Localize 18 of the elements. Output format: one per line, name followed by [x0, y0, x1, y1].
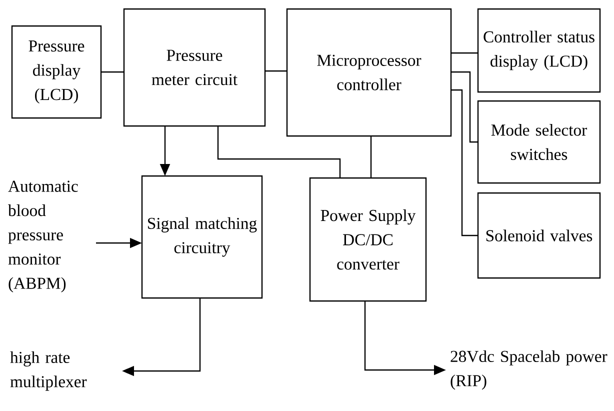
block-box: Solenoid valves	[477, 192, 601, 279]
signal-label: high rate multiplexer	[10, 351, 87, 391]
connector	[451, 71, 478, 143]
connector	[451, 52, 478, 54]
connector	[451, 89, 478, 236]
block-box: Signal matching circuitry	[141, 175, 263, 299]
block-box: Microprocessor controller	[286, 8, 452, 137]
connector	[217, 126, 341, 178]
connector	[101, 71, 124, 73]
block-box: Pressure meter circuit	[123, 8, 266, 127]
block-box: Mode selector switches	[477, 100, 601, 184]
signal-label: Automatic blood pressure monitor (ABPM)	[8, 180, 78, 292]
connector	[265, 70, 287, 72]
block-box: Controller status display (LCD)	[477, 8, 601, 93]
block-box: Power Supply DC/DC converter	[309, 177, 427, 302]
signal-label: 28Vdc Spacelab power (RIP)	[450, 350, 608, 390]
connector	[370, 136, 372, 178]
block-box: Pressure display (LCD)	[11, 25, 102, 119]
